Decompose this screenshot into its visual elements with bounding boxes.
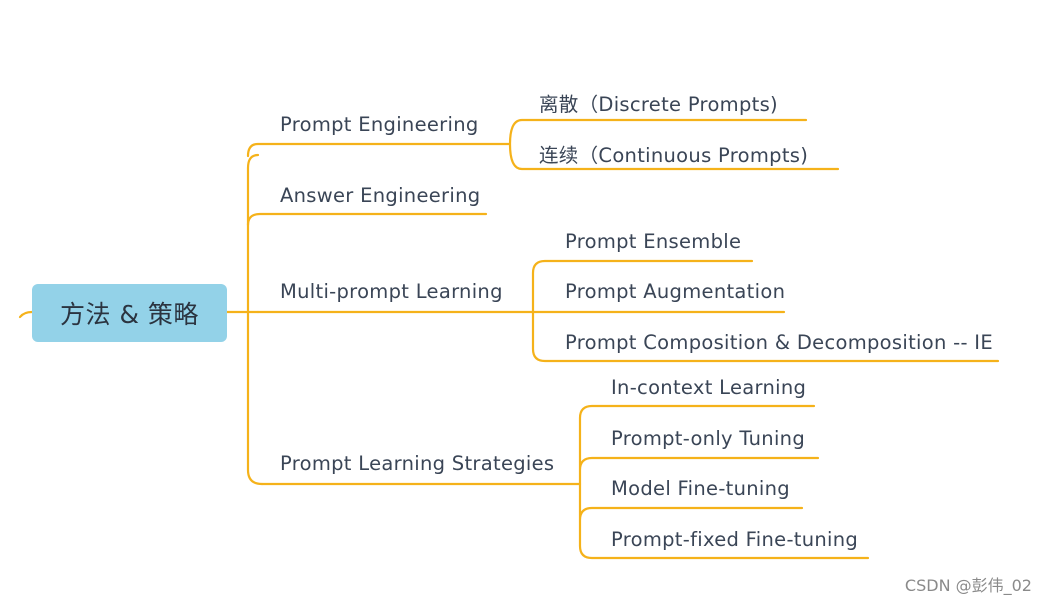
branch-multi-prompt-learning[interactable]: Multi-prompt Learning: [280, 280, 503, 303]
mp-child-bracket: [531, 259, 1000, 363]
leaf-prompt-augmentation[interactable]: Prompt Augmentation: [565, 280, 786, 303]
branch-underline-answer-engineering: [246, 212, 488, 227]
branch-prompt-learning-strategies[interactable]: Prompt Learning Strategies: [280, 452, 555, 475]
branch-answer-engineering[interactable]: Answer Engineering: [280, 184, 481, 207]
leaf-prompt-fixed-fine-tuning[interactable]: Prompt-fixed Fine-tuning: [611, 528, 859, 551]
ps-child-bracket: [578, 404, 870, 560]
trunk-line: [246, 153, 264, 486]
leaf-in-context-learning[interactable]: In-context Learning: [611, 376, 807, 399]
leaf-prompt-ensemble[interactable]: Prompt Ensemble: [565, 230, 742, 253]
leaf-model-fine-tuning[interactable]: Model Fine-tuning: [611, 477, 790, 500]
branch-prompt-engineering[interactable]: Prompt Engineering: [280, 113, 479, 136]
pe-child-bracket: [508, 118, 840, 171]
root-label: 方法 & 策略: [60, 300, 199, 329]
branch-underline-prompt-engineering: [246, 142, 512, 158]
leaf-discrete-prompts[interactable]: 离散（Discrete Prompts): [539, 93, 778, 116]
leaf-prompt-only-tuning[interactable]: Prompt-only Tuning: [611, 427, 806, 450]
root-node[interactable]: 方法 & 策略: [32, 284, 227, 342]
root-incoming-connector: [18, 310, 34, 319]
leaf-prompt-composition[interactable]: Prompt Composition & Decomposition -- IE: [565, 331, 993, 354]
csdn-watermark: CSDN @彭伟_02: [904, 576, 1032, 595]
leaf-continuous-prompts[interactable]: 连续（Continuous Prompts): [539, 144, 809, 167]
